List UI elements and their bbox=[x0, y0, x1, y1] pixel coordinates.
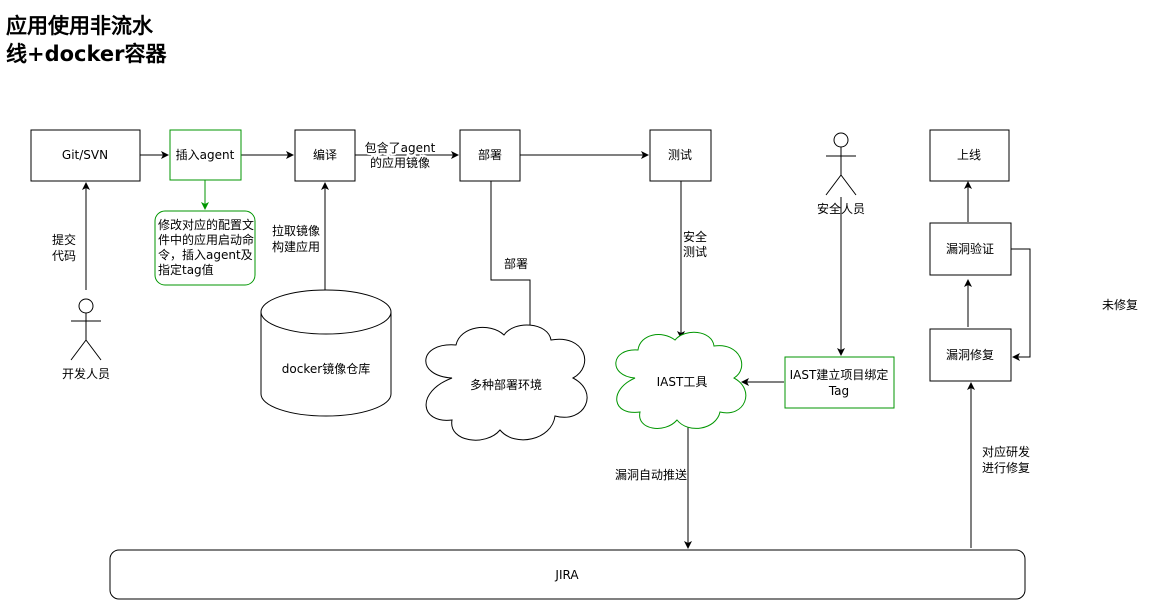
node-deploy: 部署 bbox=[459, 129, 521, 182]
label-security-test-2: 测试 bbox=[683, 244, 707, 259]
node-release: 上线 bbox=[929, 129, 1010, 182]
node-jira-label: JIRA bbox=[554, 568, 579, 582]
node-release-label: 上线 bbox=[957, 148, 981, 162]
node-registry-label: docker镜像仓库 bbox=[282, 361, 370, 376]
node-insert-agent: 插入agent bbox=[169, 129, 242, 181]
label-pull-image-2: 构建应用 bbox=[272, 239, 320, 254]
node-iast-bind-label-2: Tag bbox=[828, 384, 849, 398]
note-line-4: 指定tag值 bbox=[158, 262, 214, 277]
node-registry: docker镜像仓库 bbox=[260, 289, 392, 417]
node-jira: JIRA bbox=[109, 549, 1026, 600]
node-iast-cloud: IAST工具 bbox=[615, 331, 747, 429]
node-iast-tool-label: IAST工具 bbox=[657, 375, 708, 389]
node-iast-bind-label-1: IAST建立项目绑定 bbox=[790, 367, 889, 382]
label-security-test-1: 安全 bbox=[683, 229, 707, 244]
node-deploy-label: 部署 bbox=[478, 147, 502, 162]
edge-deploy-to-env bbox=[490, 181, 534, 348]
node-env-label: 多种部署环境 bbox=[470, 377, 542, 392]
node-git: Git/SVN bbox=[30, 129, 141, 182]
node-compile-label: 编译 bbox=[313, 147, 337, 162]
title-line-1: 应用使用非流水 bbox=[6, 14, 153, 38]
node-fix: 漏洞修复 bbox=[929, 328, 1012, 382]
label-pull-image-1: 拉取镜像 bbox=[272, 223, 320, 238]
actor-developer-label: 开发人员 bbox=[62, 366, 110, 381]
diagram-title: 应用使用非流水 线+docker容器 bbox=[6, 12, 167, 68]
label-submit-code-1: 提交 bbox=[52, 232, 76, 247]
actor-security bbox=[825, 132, 857, 196]
node-env-cloud: 多种部署环境 bbox=[425, 324, 588, 441]
node-git-label: Git/SVN bbox=[62, 148, 108, 162]
note-line-2: 件中的应用启动命 bbox=[158, 232, 254, 247]
edge-verify-loop-unfixed bbox=[1011, 248, 1031, 361]
actor-developer bbox=[70, 298, 102, 361]
note-line-1: 修改对应的配置文 bbox=[158, 217, 254, 232]
label-image-agent-1: 包含了agent bbox=[365, 140, 436, 155]
note-line-3: 令，插入agent及 bbox=[158, 247, 253, 262]
label-not-fixed: 未修复 bbox=[1102, 297, 1138, 312]
label-fix-assign-2: 进行修复 bbox=[982, 460, 1030, 475]
node-fix-label: 漏洞修复 bbox=[946, 347, 994, 362]
label-submit-code-2: 代码 bbox=[52, 249, 76, 263]
label-auto-push: 漏洞自动推送 bbox=[615, 467, 687, 482]
label-fix-assign-1: 对应研发 bbox=[982, 444, 1030, 459]
node-compile: 编译 bbox=[294, 129, 356, 182]
actor-security-label: 安全人员 bbox=[817, 201, 865, 216]
node-insert-agent-label: 插入agent bbox=[176, 148, 235, 162]
node-verify-label: 漏洞验证 bbox=[946, 241, 994, 256]
node-verify: 漏洞验证 bbox=[929, 222, 1012, 276]
node-iast-bind: IAST建立项目绑定 Tag bbox=[784, 356, 895, 409]
node-config-note: 修改对应的配置文 件中的应用启动命 令，插入agent及 指定tag值 bbox=[154, 210, 256, 286]
title-line-2: 线+docker容器 bbox=[6, 42, 167, 66]
label-image-agent-2: 的应用镜像 bbox=[370, 155, 430, 170]
label-deploy-to-env: 部署 bbox=[504, 256, 528, 271]
node-test-label: 测试 bbox=[668, 147, 692, 162]
node-test: 测试 bbox=[649, 129, 712, 182]
